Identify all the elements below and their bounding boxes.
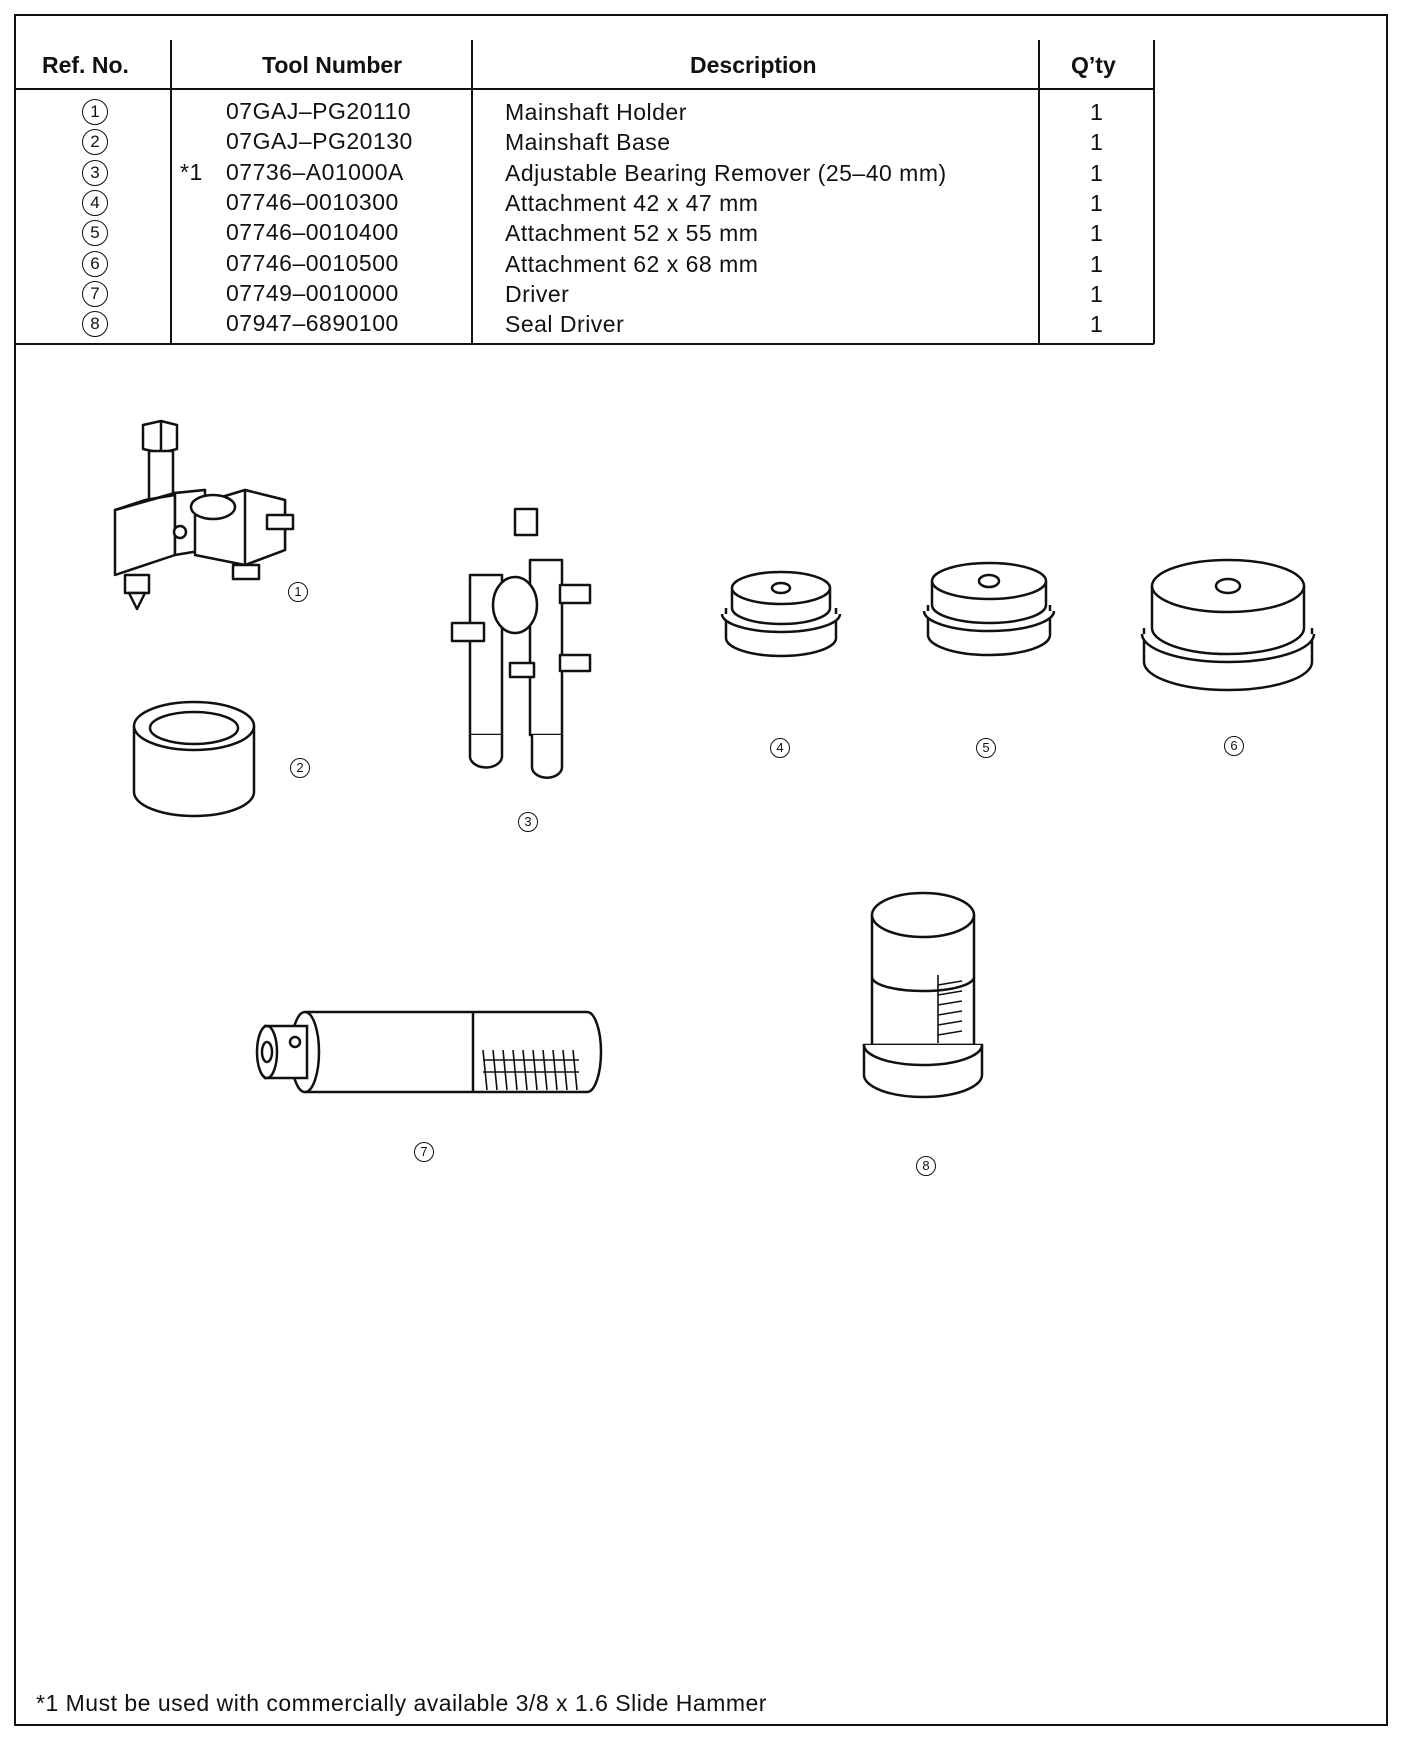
callout-6: 6 xyxy=(1224,736,1244,756)
description: Mainshaft Base xyxy=(505,129,671,155)
callout-7: 7 xyxy=(414,1142,434,1162)
tool-number: 07746–0010400 xyxy=(226,219,399,245)
ref-number: 2 xyxy=(82,129,108,155)
callout-8: 8 xyxy=(916,1156,936,1176)
tool-number: 07736–A01000A xyxy=(226,159,404,185)
quantity: 1 xyxy=(1090,220,1104,246)
callout-4: 4 xyxy=(770,738,790,758)
mainshaft-holder-illustration xyxy=(113,419,295,611)
table-col-divider-2 xyxy=(471,40,473,344)
tool-number: 07746–0010300 xyxy=(226,189,399,215)
bearing-remover-illustration xyxy=(450,507,592,779)
description: Attachment 42 x 47 mm xyxy=(505,190,759,216)
page-frame xyxy=(14,14,1388,1726)
driver-illustration xyxy=(255,1010,603,1094)
header-qty: Q’ty xyxy=(1071,52,1116,78)
description: Mainshaft Holder xyxy=(505,99,687,125)
quantity: 1 xyxy=(1090,311,1104,337)
description: Attachment 62 x 68 mm xyxy=(505,251,759,277)
attachment-42x47-illustration xyxy=(720,570,842,658)
tool-number: 07746–0010500 xyxy=(226,250,399,276)
footnote: *1 Must be used with commercially availa… xyxy=(36,1690,767,1716)
attachment-52x55-illustration xyxy=(922,561,1056,657)
tool-number: 07GAJ–PG20130 xyxy=(226,128,413,154)
tool-number: 07GAJ–PG20110 xyxy=(226,98,412,124)
ref-number: 4 xyxy=(82,190,108,216)
ref-number: 6 xyxy=(82,251,108,277)
ref-number: 7 xyxy=(82,281,108,307)
table-col-divider-4 xyxy=(1153,40,1155,344)
seal-driver-illustration xyxy=(862,891,984,1099)
ref-number: 8 xyxy=(82,311,108,337)
ref-number: 1 xyxy=(82,99,108,125)
attachment-62x68-illustration xyxy=(1140,558,1316,692)
table-bottom-rule xyxy=(14,343,1154,345)
header-description: Description xyxy=(690,52,817,78)
table-header-rule xyxy=(14,88,1154,90)
quantity: 1 xyxy=(1090,160,1104,186)
quantity: 1 xyxy=(1090,190,1104,216)
ref-number: 5 xyxy=(82,220,108,246)
callout-3: 3 xyxy=(518,812,538,832)
description: Seal Driver xyxy=(505,311,625,337)
quantity: 1 xyxy=(1090,251,1104,277)
callout-2: 2 xyxy=(290,758,310,778)
ref-number: 3 xyxy=(82,160,108,186)
description: Attachment 52 x 55 mm xyxy=(505,220,759,246)
quantity: 1 xyxy=(1090,99,1104,125)
tool-number: 07947–6890100 xyxy=(226,310,399,336)
mainshaft-base-illustration xyxy=(132,700,256,818)
table-col-divider-1 xyxy=(170,40,172,344)
quantity: 1 xyxy=(1090,281,1104,307)
header-tool-number: Tool Number xyxy=(262,52,403,78)
callout-1: 1 xyxy=(288,582,308,602)
table-col-divider-3 xyxy=(1038,40,1040,344)
tool-number: 07749–0010000 xyxy=(226,280,399,306)
footnote-marker: *1 xyxy=(180,159,203,185)
description: Adjustable Bearing Remover (25–40 mm) xyxy=(505,160,947,186)
description: Driver xyxy=(505,281,570,307)
header-ref-no: Ref. No. xyxy=(42,52,129,78)
quantity: 1 xyxy=(1090,129,1104,155)
callout-5: 5 xyxy=(976,738,996,758)
